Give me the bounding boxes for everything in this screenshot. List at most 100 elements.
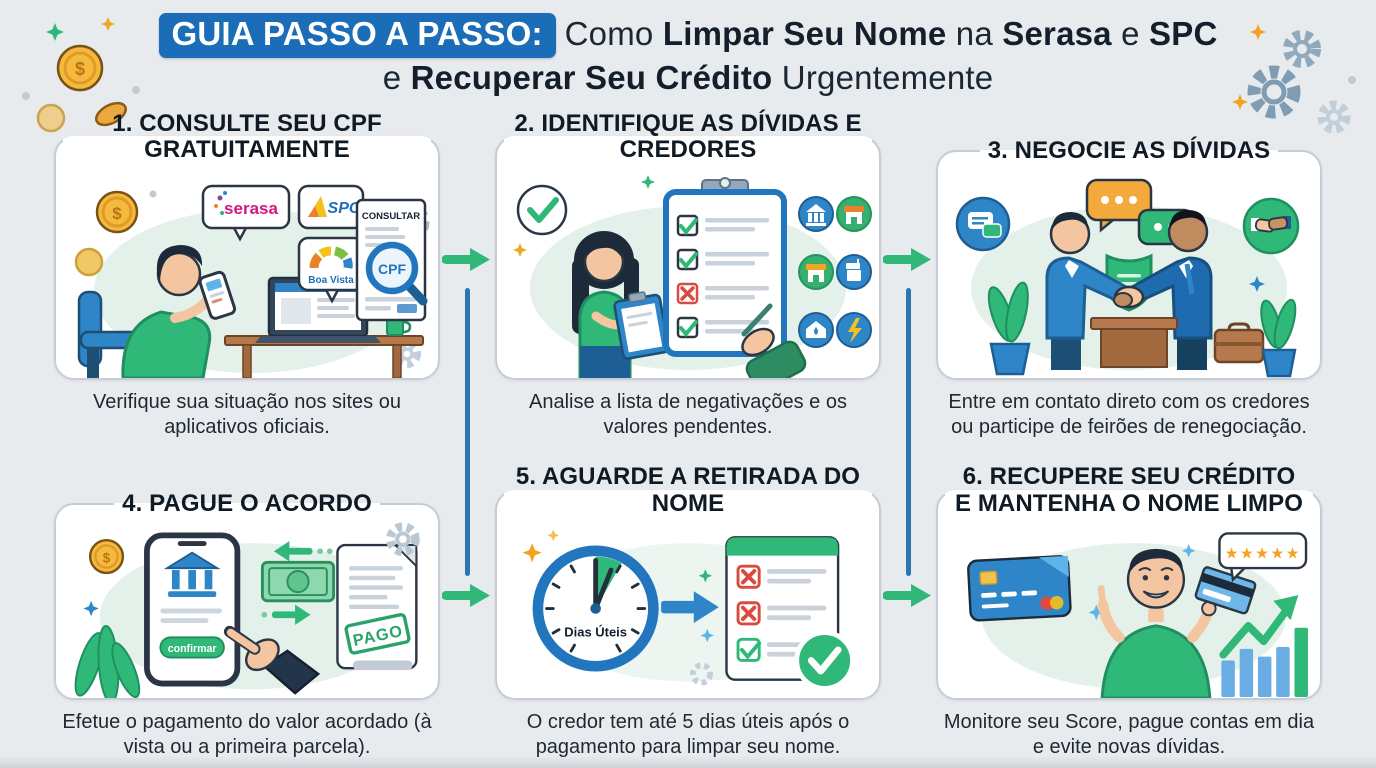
title-segment: e — [1111, 15, 1150, 52]
steps-row-2: 4. PAGUE O ACORDO $ — [54, 462, 1322, 759]
coin-icon: $ — [56, 44, 104, 92]
five-star-rating: ★★★★★ — [1225, 545, 1301, 562]
checklist-board — [663, 177, 787, 358]
step-2-panel: 2. IDENTIFIQUE AS DÍVIDAS E CREDORES — [495, 109, 881, 381]
coin-icon: $ — [88, 538, 125, 574]
arrow-right-icon — [661, 590, 719, 623]
woman-with-clipboard — [572, 231, 670, 379]
hand-with-pen — [741, 303, 807, 379]
leaves-decoration — [74, 624, 141, 698]
step-3-heading: 3. NEGOCIE AS DÍVIDAS — [987, 136, 1271, 164]
step-6-heading: 6. RECUPERE SEU CRÉDITO E MANTENHA O NOM… — [954, 462, 1304, 517]
sparkle-icon — [1181, 543, 1196, 558]
businessman-right — [1121, 210, 1213, 371]
flow-arrow-icon — [883, 247, 931, 271]
coin-icon — [74, 248, 104, 277]
sparkle-icon — [83, 600, 99, 617]
speech-bubble-orange — [1085, 179, 1153, 234]
dias-uteis-label: Dias Úteis — [564, 624, 627, 639]
magnifier-icon: CPF — [365, 242, 428, 306]
step-1-heading: 1. CONSULTE SEU CPF GRATUITAMENTE — [112, 109, 382, 164]
chat-icon — [955, 197, 1011, 252]
money-bill-icon — [260, 560, 336, 603]
step-6-illustration: ★★★★★ — [967, 531, 1308, 698]
sparkle-icon — [513, 243, 527, 258]
title-badge: GUIA PASSO A PASSO: — [158, 13, 556, 59]
tapping-hand — [223, 625, 321, 695]
happy-man — [1097, 548, 1257, 698]
step-3-illustration — [955, 179, 1300, 378]
growth-chart — [1219, 594, 1308, 697]
flow-arrow-icon — [883, 583, 931, 607]
banking-phone: confirmar — [144, 532, 241, 687]
gear-icon — [1247, 65, 1301, 119]
title-line-2: e Recuperar Seu Crédito Urgentemente — [0, 58, 1376, 98]
boa-vista-logo: Boa Vista — [308, 275, 354, 286]
gear-icon — [386, 522, 420, 556]
gears-decoration — [1232, 24, 1356, 134]
step-5-caption: O credor tem até 5 dias úteis após o pag… — [526, 710, 850, 758]
electricity-icon — [836, 312, 872, 349]
steps-row-1: 1. CONSULTE SEU CPF GRATUITAMENTE $ — [54, 109, 1322, 440]
step-4-illustration: $ — [74, 522, 420, 698]
step-2-heading: 2. IDENTIFIQUE AS DÍVIDAS E CREDORES — [514, 109, 862, 164]
cash-register-icon — [836, 254, 872, 291]
step-3-panel: 3. NEGOCIE AS DÍVIDAS — [936, 136, 1322, 381]
sparkle-icon — [700, 628, 714, 642]
svg-text:$: $ — [112, 204, 122, 223]
title-segment: Urgentemente — [772, 59, 994, 97]
step-5-illustration: Dias Úteis — [522, 529, 855, 691]
page-title: GUIA PASSO A PASSO:Como Limpar Seu Nome … — [0, 13, 1376, 99]
step-card-2: 2. IDENTIFIQUE AS DÍVIDAS E CREDORES — [495, 109, 881, 440]
sparkle-icon — [698, 568, 713, 583]
store-icon — [798, 254, 834, 291]
title-segment: Como — [564, 15, 663, 52]
flow-connector-line — [465, 287, 470, 576]
title-segment: e — [382, 59, 411, 97]
step-1-caption: Verifique sua situação nos sites ou apli… — [93, 391, 401, 439]
flow-connector-line — [906, 287, 911, 576]
title-segment: na — [946, 15, 1003, 52]
cpf-label: CPF — [378, 261, 406, 277]
title-segment: Recuperar Seu Crédito — [410, 59, 773, 97]
clock-icon: Dias Úteis — [532, 545, 659, 672]
sparkle-icon — [46, 23, 64, 41]
step-card-5: 5. AGUARDE A RETIRADA DO NOME — [495, 463, 881, 759]
briefcase-icon — [1213, 322, 1265, 364]
businessman-left — [1045, 212, 1137, 371]
title-segment: Serasa — [1002, 15, 1112, 52]
laptop — [255, 277, 381, 344]
confirmar-button: confirmar — [168, 643, 217, 655]
gear-icon — [689, 662, 714, 686]
sparkle-icon — [101, 17, 115, 31]
star-rating-bubble: ★★★★★ — [1218, 531, 1308, 582]
serasa-bubble: serasa — [201, 185, 291, 242]
serasa-logo: serasa — [224, 199, 278, 218]
step-2-caption: Analise a lista de negativações e os val… — [529, 391, 847, 439]
step-6-caption: Monitore seu Score, pague contas em dia … — [943, 710, 1315, 758]
step-card-3: 3. NEGOCIE AS DÍVIDAS — [936, 111, 1322, 440]
step-4-panel: 4. PAGUE O ACORDO $ — [54, 490, 440, 700]
credit-card-icon — [967, 554, 1072, 622]
svg-text:$: $ — [103, 550, 111, 565]
person-with-phone — [121, 245, 237, 379]
handshake-bubble-icon — [1242, 198, 1300, 255]
sparkle-icon — [547, 529, 560, 541]
title-segment: SPC — [1149, 15, 1218, 52]
step-2-illustration — [513, 175, 872, 379]
step-card-6: 6. RECUPERE SEU CRÉDITO E MANTENHA O NOM… — [936, 462, 1322, 759]
mug — [386, 317, 412, 337]
spc-logo: SPC — [328, 200, 361, 217]
gear-icon — [1317, 100, 1351, 134]
sparkle-icon — [1088, 604, 1104, 620]
step-1-illustration: $ — [74, 185, 430, 379]
arrow-right-icon — [261, 604, 311, 625]
step-1-panel: 1. CONSULTE SEU CPF GRATUITAMENTE $ — [54, 109, 440, 381]
check-circle-icon — [794, 629, 855, 691]
step-5-panel: 5. AGUARDE A RETIRADA DO NOME — [495, 463, 881, 700]
title-segment: Limpar Seu Nome — [662, 15, 947, 52]
sparkle-icon — [1232, 94, 1248, 110]
held-card — [1194, 565, 1257, 615]
meeting-desk — [1090, 317, 1178, 369]
check-circle-icon — [516, 185, 568, 236]
